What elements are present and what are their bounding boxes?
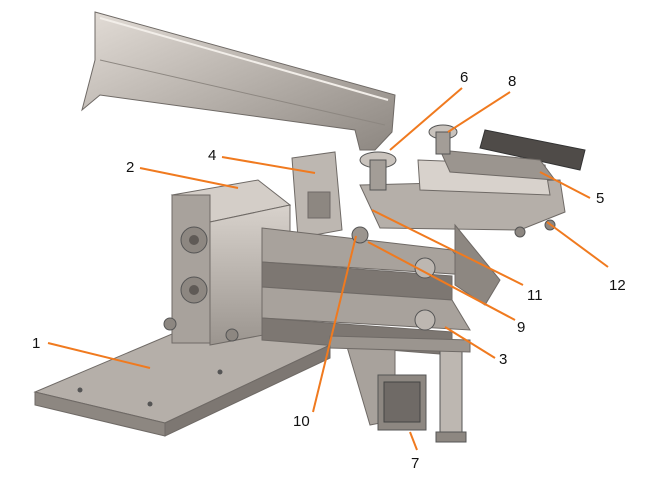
base-plate [33, 319, 332, 437]
support-bracket [291, 151, 343, 239]
callout-10: 10 [293, 413, 310, 430]
leader-9 [367, 241, 516, 321]
leader-lines [47, 87, 609, 451]
callout-11: 11 [527, 287, 543, 304]
leader-8 [447, 91, 511, 133]
leader-4 [221, 156, 316, 174]
callout-4: 4 [208, 147, 216, 164]
callout-12: 12 [609, 277, 626, 294]
leader-10 [312, 235, 357, 413]
callout-3: 3 [499, 351, 507, 368]
leader-3 [444, 326, 496, 359]
callout-labels: 1 2 3 4 5 6 7 8 9 10 11 12 [32, 69, 626, 472]
callout-8: 8 [508, 73, 516, 90]
motor-block [163, 179, 292, 346]
callout-1: 1 [32, 335, 40, 352]
upper-roller-assembly [359, 124, 586, 306]
callout-2: 2 [126, 159, 134, 176]
leader-7 [409, 431, 418, 451]
lever-arms [261, 226, 472, 356]
callout-7: 7 [411, 455, 419, 472]
callout-6: 6 [460, 69, 468, 86]
leader-2 [139, 167, 239, 189]
leader-5 [539, 171, 591, 199]
rail [81, 11, 396, 151]
callout-5: 5 [596, 190, 604, 207]
leader-1 [47, 342, 151, 369]
leader-11 [371, 209, 524, 286]
callout-9: 9 [517, 319, 525, 336]
lower-sensor-assembly [329, 335, 471, 443]
leader-6 [389, 87, 463, 151]
leader-12 [546, 221, 609, 268]
